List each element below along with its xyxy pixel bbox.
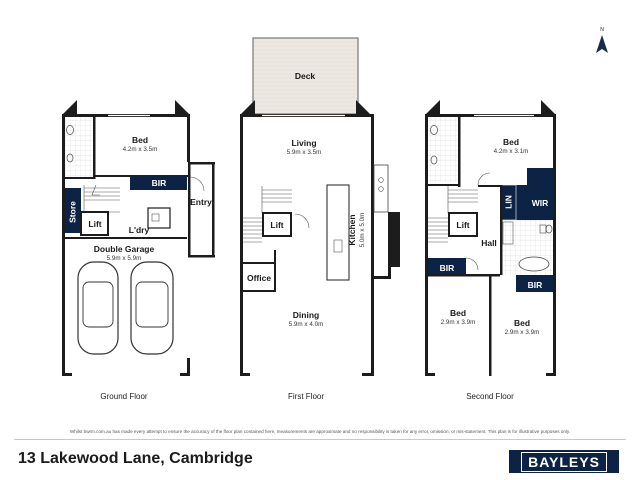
master-bed-dimensions: 4.2m x 3.1m	[494, 148, 529, 155]
pantry-fill	[388, 212, 400, 267]
second-lift-box	[448, 212, 478, 237]
car-icon-right	[130, 261, 174, 355]
store-fill	[65, 188, 81, 233]
deck-area	[252, 37, 359, 115]
first-floor-plan: Living 5.9m x 3.5m Deck Lift Kitchen 5.0…	[240, 37, 400, 376]
kitchen-bench	[373, 164, 389, 213]
wir-fill	[527, 168, 553, 220]
second-floor-caption: Second Floor	[466, 392, 514, 401]
living-label: Living	[291, 138, 316, 148]
second-lift-label: Lift	[456, 220, 469, 230]
garage-dimensions: 5.9m x 5.9m	[107, 255, 142, 262]
wir-label: WIR	[532, 198, 549, 208]
north-arrow-icon: N	[596, 27, 608, 53]
bayleys-logo: BAYLEYS	[509, 450, 619, 473]
sink-icon	[151, 213, 160, 222]
ground-lift-label: Lift	[88, 219, 101, 229]
ground-floor-plan: Bed 4.2m x 3.5m BIR Entry Store Lift L'd…	[62, 100, 215, 376]
ground-wall-bay-right	[175, 100, 190, 115]
living-dimensions: 5.9m x 3.5m	[287, 149, 322, 156]
hall-label: Hall	[481, 238, 497, 248]
kitchen-island	[326, 184, 350, 281]
bir-right-label: BIR	[528, 280, 543, 290]
first-lift-box	[262, 212, 292, 237]
bath-icon	[518, 256, 550, 272]
ground-bir-label: BIR	[152, 178, 167, 188]
second-floor-plan: Bed 4.2m x 3.1m LIN WIR Lift Hall BIR BI…	[425, 100, 556, 376]
basin-icon	[66, 125, 74, 135]
first-lift-label: Lift	[270, 220, 283, 230]
ground-bed-label: Bed	[132, 135, 148, 145]
brand-text: BAYLEYS	[521, 451, 607, 472]
ground-floor-caption: Ground Floor	[100, 392, 147, 401]
laundry-label: L'dry	[129, 225, 150, 235]
garage-label: Double Garage	[94, 244, 155, 254]
bed-left-label: Bed	[450, 308, 466, 318]
deck-label: Deck	[295, 71, 316, 81]
first-floor-caption: First Floor	[288, 392, 324, 401]
entry-label: Entry	[190, 197, 212, 207]
dining-label: Dining	[293, 310, 319, 320]
footer-divider	[14, 439, 626, 440]
bed-right-label: Bed	[514, 318, 530, 328]
property-address: 13 Lakewood Lane, Cambridge	[18, 450, 253, 467]
ground-bed-dimensions: 4.2m x 3.5m	[123, 146, 158, 153]
ground-stair	[83, 184, 120, 213]
disclaimer-text: Whilst bwrm.com.au has made every attemp…	[69, 429, 571, 434]
bir-left-label: BIR	[440, 263, 455, 273]
entry-door-swing	[189, 176, 205, 192]
master-bed-label: Bed	[503, 137, 519, 147]
compass-label: N	[600, 27, 604, 33]
bed-left-dimensions: 2.9m x 3.9m	[441, 319, 476, 326]
store-label: Store	[67, 201, 77, 223]
toilet-icon	[66, 153, 74, 163]
ground-lift-box	[80, 211, 109, 236]
linen-label: LIN	[503, 195, 513, 209]
kitchen-dimensions: 5.0m x 5.0m	[359, 213, 366, 248]
bir-right-fill	[516, 275, 553, 292]
bed-right-dimensions: 2.9m x 3.9m	[505, 329, 540, 336]
kitchen-label: Kitchen	[347, 214, 357, 245]
car-icon-left	[77, 261, 119, 355]
bir-left-fill	[428, 258, 466, 276]
office-label: Office	[247, 273, 271, 283]
dining-dimensions: 5.9m x 4.0m	[289, 321, 324, 328]
ground-bir-fill	[130, 175, 187, 190]
ground-wall-bay-left	[62, 100, 77, 115]
